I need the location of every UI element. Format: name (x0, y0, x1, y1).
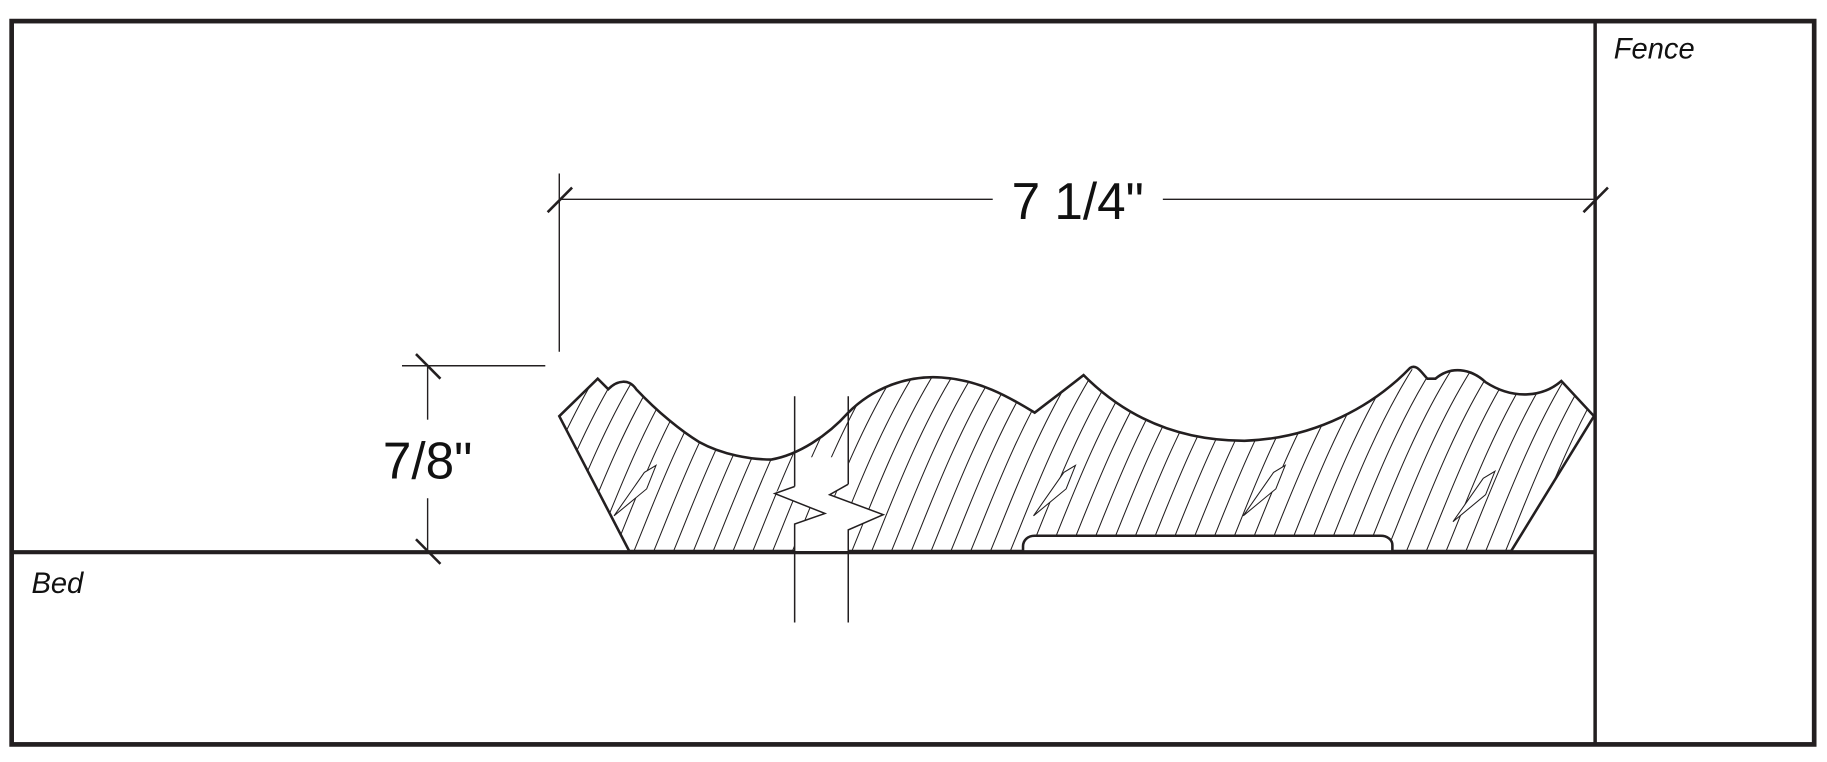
grain-line (559, 368, 621, 551)
bed-label: Bed (31, 568, 85, 600)
grain-line (710, 368, 799, 551)
width-dimension (546, 173, 1609, 352)
grain-line (1126, 368, 1215, 551)
grain-line (888, 368, 977, 551)
grain-line (1245, 368, 1334, 551)
grain-line (928, 368, 1017, 551)
grain-line (1344, 368, 1433, 551)
grain-line (611, 368, 700, 551)
grain-line (1047, 368, 1136, 551)
grain-line (1106, 368, 1195, 551)
knot-mark (613, 464, 658, 517)
break-lines (772, 396, 886, 623)
grain-line (1086, 368, 1175, 551)
grain-line (1602, 369, 1689, 557)
grain-line (1642, 369, 1729, 557)
grain-line (690, 368, 779, 551)
grain-line (1462, 368, 1552, 551)
outer-frame (9, 18, 1817, 747)
thickness-dimension (401, 353, 546, 565)
grain-line (1007, 368, 1096, 551)
grain-line (670, 368, 759, 551)
grain-line (559, 368, 601, 551)
grain-line (1403, 368, 1492, 551)
grain-line (908, 368, 997, 551)
knot-mark (1033, 464, 1077, 517)
thickness-dimension-label: 7/8" (383, 431, 472, 489)
grain-line (591, 368, 680, 551)
knot-mark (1242, 464, 1287, 517)
knot-mark (1452, 470, 1496, 523)
grain-line (559, 368, 641, 551)
grain-line (1225, 368, 1314, 551)
grain-line (1443, 368, 1532, 551)
grain-line (868, 368, 958, 551)
grain-line (1482, 368, 1572, 551)
grain-line (1542, 368, 1594, 551)
grain-line (947, 368, 1037, 551)
grain-line (967, 368, 1057, 551)
wood-grain-hatching (559, 368, 1729, 557)
grain-line (1205, 368, 1294, 551)
molding-profile-outline (557, 365, 1596, 553)
grain-line (1284, 368, 1374, 551)
fence-label: Fence (1614, 34, 1695, 66)
grain-line (1165, 368, 1255, 551)
grain-line (1185, 368, 1274, 551)
grain-line (650, 368, 740, 551)
grain-line (848, 368, 938, 551)
grain-line (1383, 368, 1473, 551)
grain-line (1324, 368, 1413, 551)
width-dimension-label: 7 1/4" (1012, 172, 1144, 230)
grain-line (1304, 368, 1393, 551)
grain-line (1423, 368, 1512, 551)
grain-line (1264, 368, 1354, 551)
grain-line (1146, 368, 1235, 551)
grain-line (571, 368, 660, 551)
grain-line (987, 368, 1076, 551)
grain-line (1622, 369, 1709, 557)
grain-line (1027, 368, 1116, 551)
